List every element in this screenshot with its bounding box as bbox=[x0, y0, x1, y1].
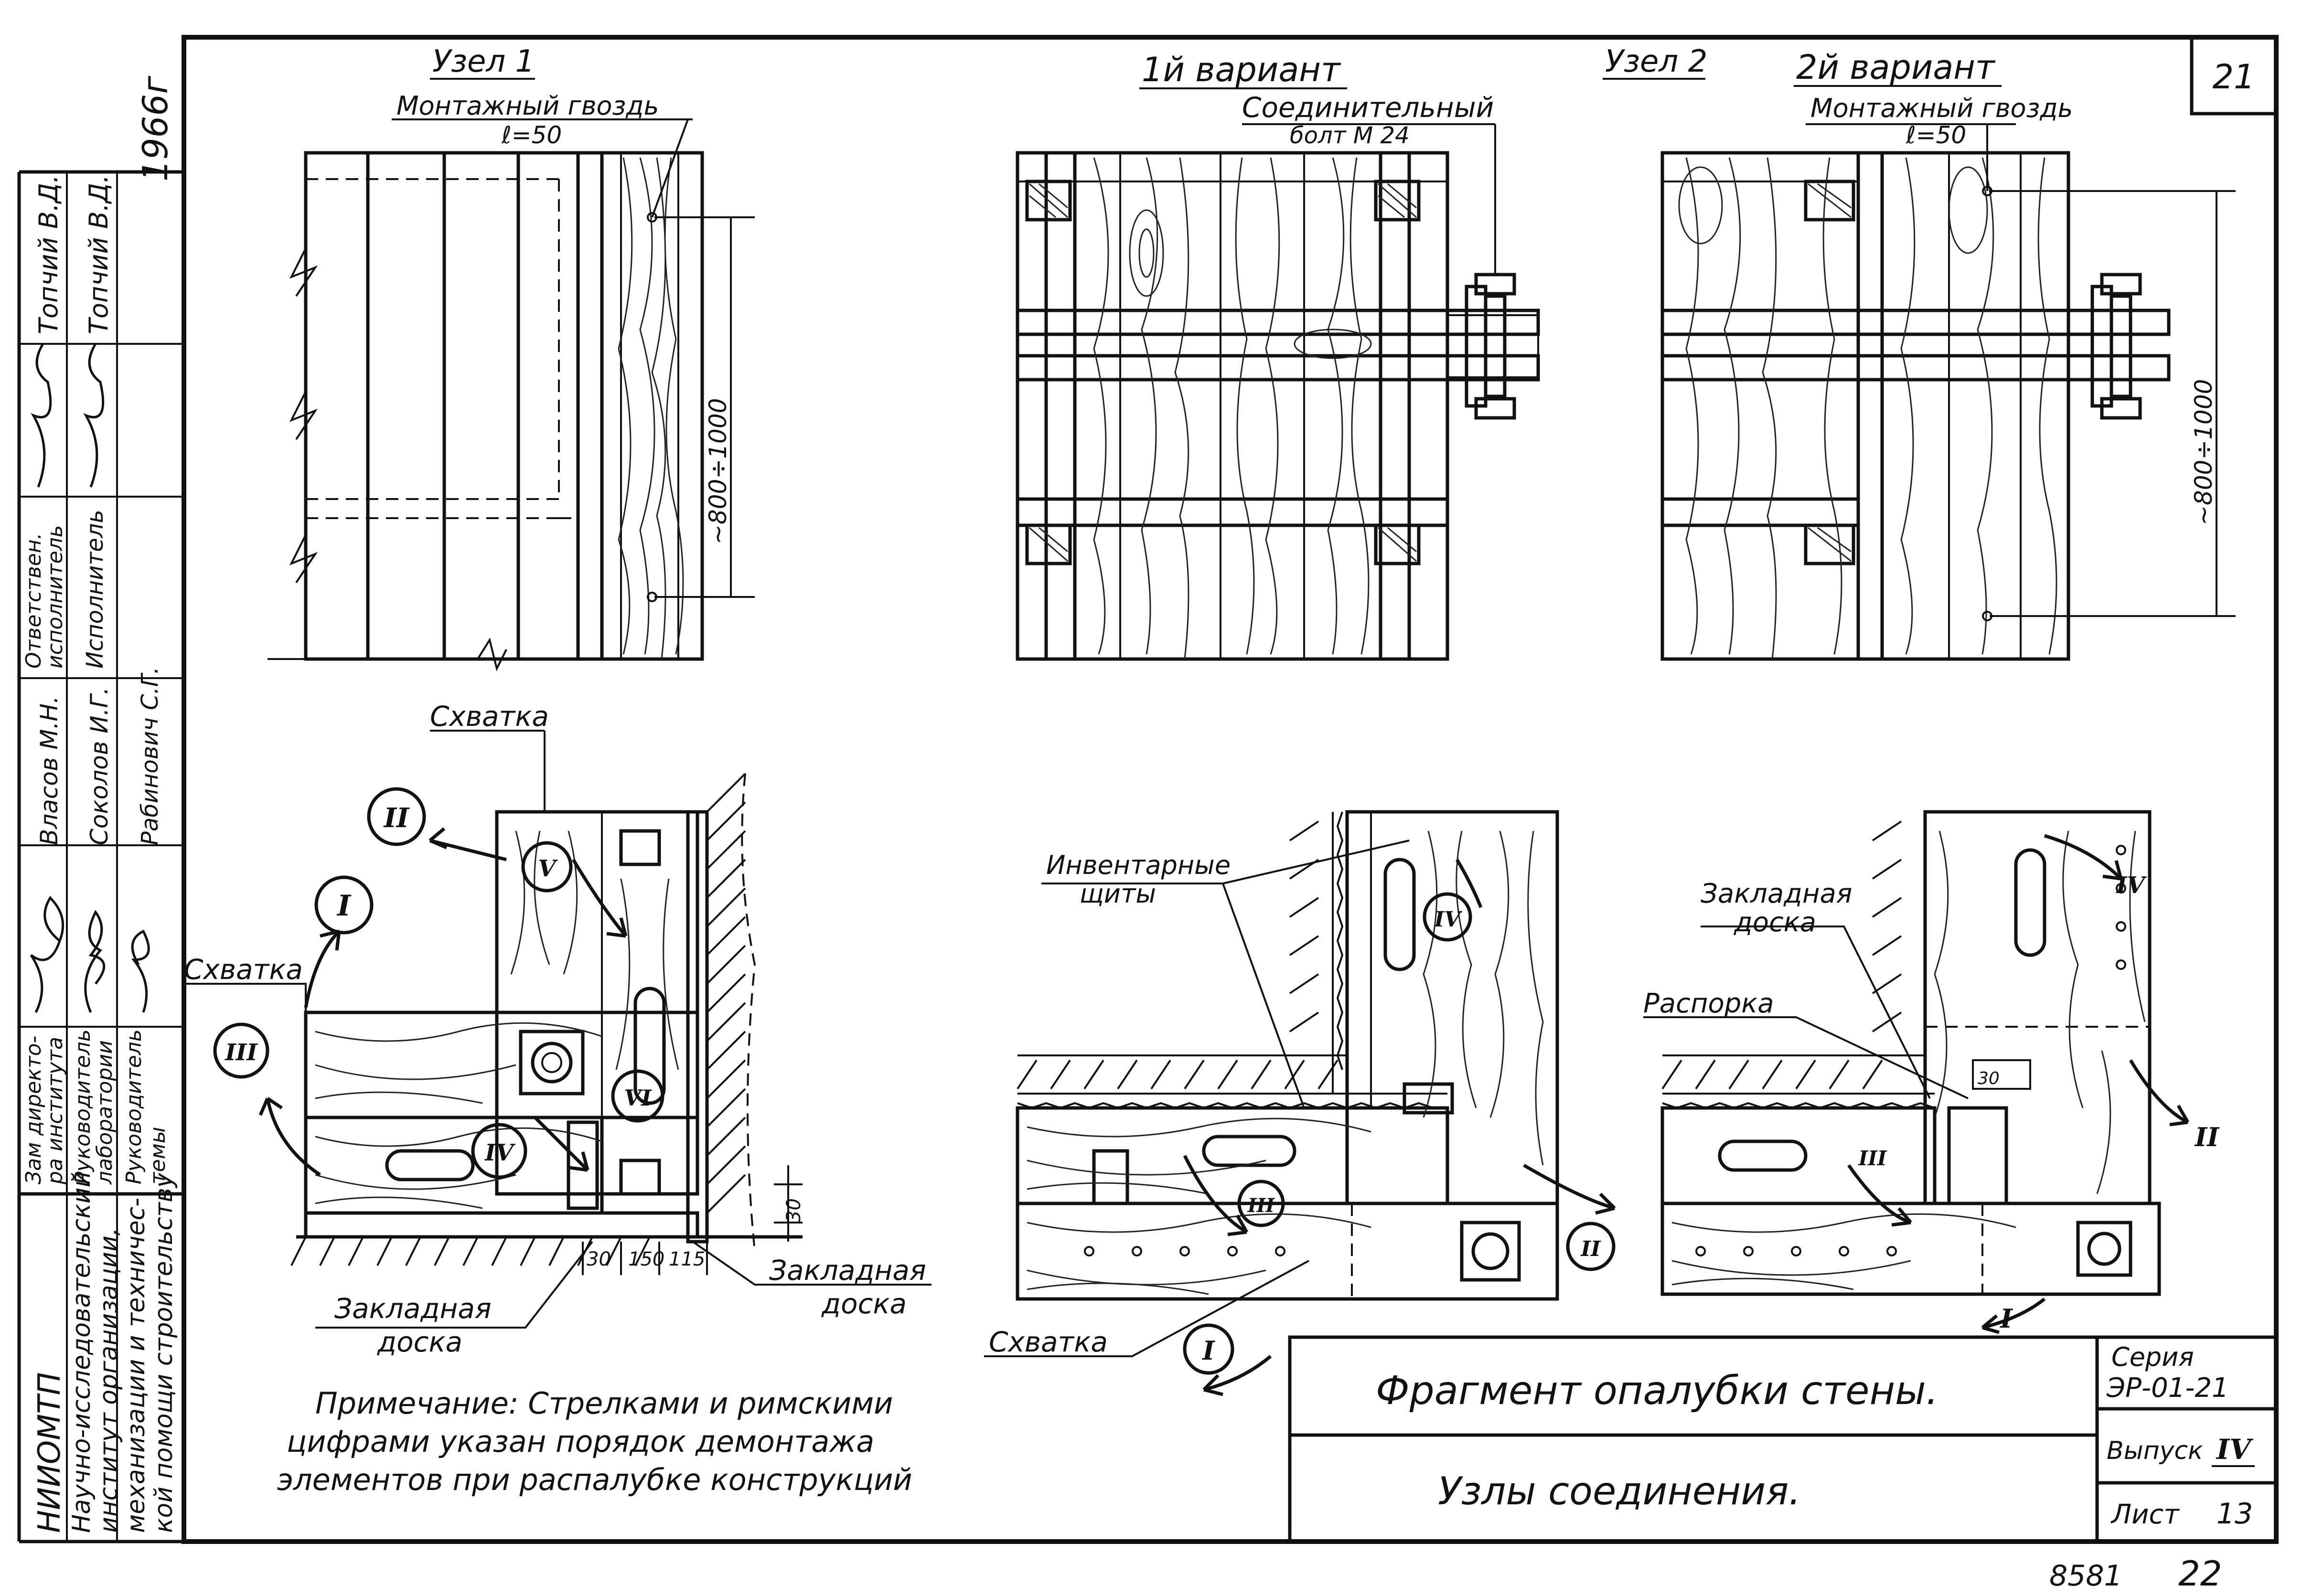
nail2-length: ℓ=50 bbox=[1906, 121, 1966, 149]
bolt-size: болт М 24 bbox=[1290, 122, 1410, 149]
variant2-mark-I: I bbox=[1999, 1303, 2013, 1334]
institute-line1: Научно-исследовательский bbox=[67, 1171, 96, 1533]
skhvatka-top-label: Схватка bbox=[430, 700, 549, 733]
embed-right-line1: Закладная bbox=[769, 1254, 926, 1287]
note-line2: цифрами указан порядок демонтажа bbox=[287, 1424, 874, 1459]
sig4-name: Топчий В.Д. bbox=[33, 175, 64, 334]
embed-left-line2: доска bbox=[377, 1326, 462, 1358]
variant1-plan bbox=[984, 810, 1616, 1396]
institute-abbr: НИИОМТП bbox=[32, 1372, 67, 1533]
sig5-role1: Исполнитель bbox=[82, 510, 108, 669]
dim-150: 150 bbox=[628, 1248, 664, 1270]
signature-scribbles bbox=[30, 343, 150, 1013]
skhvatka-bottom-label: Схватка bbox=[989, 1326, 1108, 1358]
year: 1966г bbox=[135, 75, 175, 181]
node1-mark-I: I bbox=[336, 889, 352, 923]
variant2-mark-II: II bbox=[2194, 1122, 2220, 1152]
variant2-mark-III: III bbox=[1858, 1147, 1887, 1170]
variant2-mark-IV: IV bbox=[2115, 872, 2147, 899]
node1-elevation bbox=[268, 118, 755, 671]
variant2-elevation bbox=[1660, 123, 2236, 661]
sig3-name: Рабинович С.Г. bbox=[137, 667, 163, 845]
inventory-line1: Инвентарные bbox=[1046, 850, 1231, 880]
variant1-mark-I: I bbox=[1201, 1335, 1215, 1366]
heading-variant2: 2й вариант bbox=[1796, 48, 1996, 87]
node1-plan bbox=[182, 730, 932, 1329]
dim2-label: ~800÷1000 bbox=[2190, 379, 2217, 525]
signature-table: Зам директо- ра института Власов М.Н. Ру… bbox=[21, 175, 170, 1185]
sig2-name: Соколов И.Г. bbox=[86, 687, 113, 845]
sig4-role1: Ответствен. bbox=[21, 533, 46, 669]
node1-mark-II: II bbox=[383, 802, 410, 834]
series-label: Серия bbox=[2111, 1342, 2194, 1372]
bolt-label: Соединительный bbox=[1242, 91, 1494, 124]
embed-top-line2: доска bbox=[1734, 907, 1816, 938]
heading-node2: Узел 2 bbox=[1605, 44, 1707, 79]
institute-line3: механизации и техничес- bbox=[122, 1198, 150, 1533]
variant1-elevation bbox=[1016, 123, 1540, 661]
dim-30-a: 30 bbox=[587, 1248, 611, 1270]
sheet-number: 21 bbox=[2212, 57, 2255, 96]
variant2-plan bbox=[1643, 810, 2190, 1334]
sig2-role1: Руководитель bbox=[71, 1029, 95, 1184]
variant1-mark-II: II bbox=[1580, 1237, 1601, 1261]
skhvatka-left-label: Схватка bbox=[184, 953, 303, 986]
embed-left-line1: Закладная bbox=[334, 1292, 492, 1325]
issue-value: IV bbox=[2216, 1433, 2253, 1466]
institute-block: НИИОМТП Научно-исследовательский институ… bbox=[32, 1171, 178, 1533]
heading-node1: Узел 1 bbox=[432, 44, 535, 79]
node1-mark-IV: IV bbox=[484, 1139, 515, 1166]
nail1-length: ℓ=50 bbox=[501, 121, 562, 149]
bottom-number-left: 8581 bbox=[2049, 1559, 2122, 1593]
sig3-role2: темы bbox=[146, 1127, 170, 1184]
heading-variant1: 1й вариант bbox=[1142, 50, 1341, 89]
headings: Узел 1 1й вариант Узел 2 2й вариант bbox=[430, 44, 2002, 89]
dim-115: 115 bbox=[669, 1248, 705, 1270]
title-text: Фрагмент опалубки стены. bbox=[1376, 1368, 1938, 1414]
series-value: ЭР-01-21 bbox=[2106, 1373, 2229, 1404]
sig1-role1: Зам директо- bbox=[21, 1036, 46, 1184]
sig1-role2: ра института bbox=[43, 1037, 67, 1185]
sheet-value: 13 bbox=[2217, 1497, 2253, 1531]
node1-mark-III: III bbox=[224, 1039, 258, 1066]
dim-30-c: 30 bbox=[1978, 1069, 2000, 1088]
institute-line2: институт организации, bbox=[95, 1228, 123, 1533]
left-stamp bbox=[17, 170, 184, 1542]
node1-roman-marks bbox=[213, 787, 664, 1179]
note-block: Примечание: Стрелками и римскими цифрами… bbox=[277, 1386, 912, 1497]
note-line3: элементов при распалубке конструкций bbox=[277, 1462, 912, 1497]
sig1-name: Власов М.Н. bbox=[35, 696, 63, 845]
node1-mark-VI: VI bbox=[624, 1085, 652, 1111]
sig4-role2: исполнитель bbox=[43, 525, 67, 669]
subtitle-text: Узлы соединения. bbox=[1438, 1469, 1801, 1513]
title-block bbox=[1288, 1335, 2278, 1543]
inventory-line2: щиты bbox=[1080, 879, 1156, 909]
sig5-name: Топчий В.Д. bbox=[84, 175, 114, 334]
dim1-label: ~800÷1000 bbox=[704, 398, 732, 544]
bottom-number-right: 22 bbox=[2178, 1553, 2222, 1594]
sig2-role2: лаборатории bbox=[93, 1040, 117, 1185]
node1-mark-V: V bbox=[538, 855, 558, 882]
dim-30-v: 30 bbox=[783, 1198, 805, 1223]
note-line1: Примечание: Стрелками и римскими bbox=[315, 1386, 893, 1421]
variant1-mark-III: III bbox=[1247, 1194, 1275, 1217]
sig3-role1: Руководитель bbox=[122, 1029, 146, 1184]
issue-label: Выпуск bbox=[2107, 1436, 2203, 1465]
nail2-label: Монтажный гвоздь bbox=[1810, 93, 2073, 123]
strut-label: Распорка bbox=[1643, 988, 1774, 1019]
embed-top-line1: Закладная bbox=[1701, 878, 1853, 909]
sheet-frame bbox=[19, 35, 2279, 1544]
nail1-label: Монтажный гвоздь bbox=[396, 91, 659, 121]
variant1-mark-IV: IV bbox=[1434, 907, 1463, 932]
embed-right-line2: доска bbox=[821, 1287, 907, 1320]
institute-line4: кой помощи строительству bbox=[150, 1172, 178, 1533]
sheet-label: Лист bbox=[2110, 1499, 2180, 1530]
variant1-roman-marks bbox=[1183, 892, 1616, 1375]
